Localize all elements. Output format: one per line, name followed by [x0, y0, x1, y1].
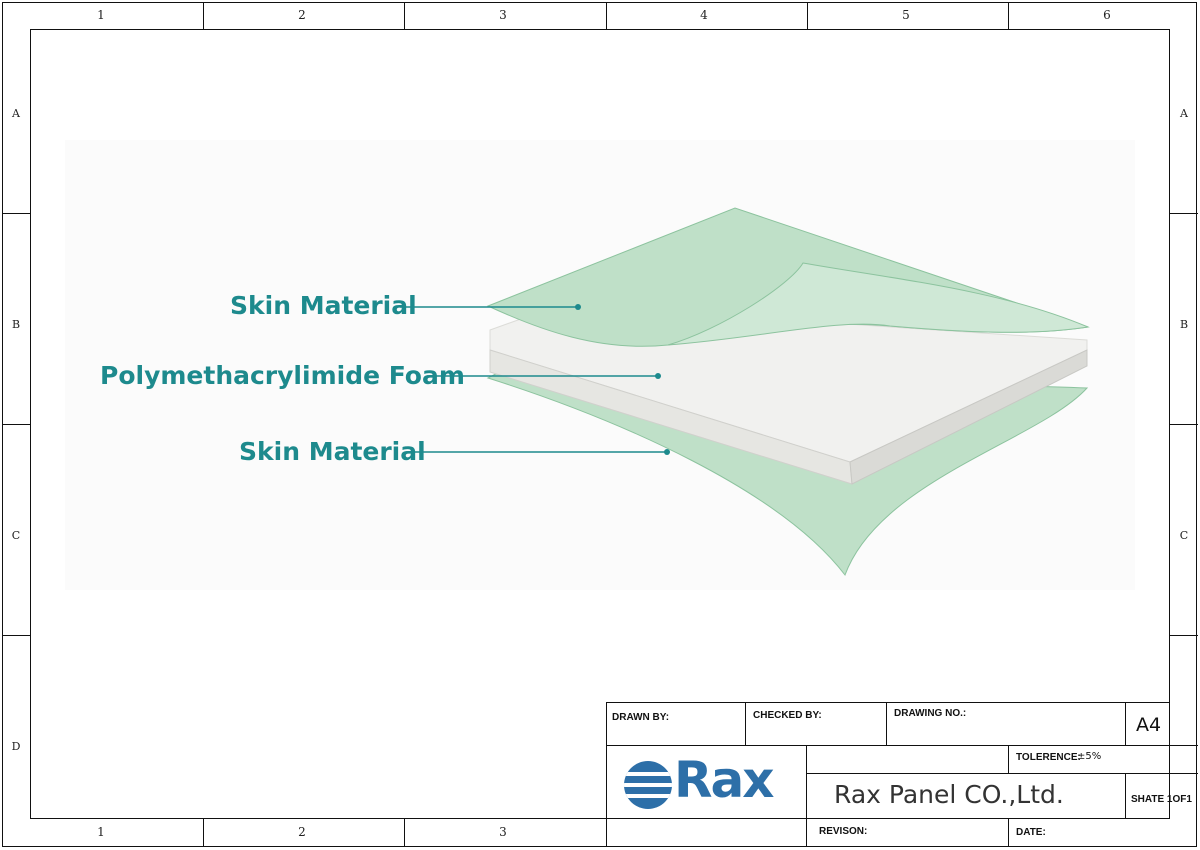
title-block-divider [1125, 773, 1126, 819]
top-column-divider [404, 2, 405, 29]
title-block-divider [606, 745, 1198, 746]
bottom-column-marker-2: 2 [298, 825, 306, 839]
right-row-marker-c: C [1179, 529, 1189, 542]
row-marker-a: A [12, 107, 20, 120]
left-row-divider [2, 213, 30, 214]
column-marker-5: 5 [902, 8, 910, 22]
top-column-divider [1008, 2, 1009, 29]
title-block-divider [745, 702, 746, 745]
row-marker-c: C [11, 529, 21, 542]
column-marker-1: 1 [97, 8, 105, 22]
title-block-divider [806, 745, 807, 847]
label-core: Polymethacrylimide Foam [100, 361, 465, 390]
title-block-left-border [606, 702, 607, 847]
title-block-divider [1008, 745, 1009, 773]
company-name: Rax Panel CO.,Ltd. [834, 780, 1064, 809]
company-logo: Rax [620, 751, 800, 813]
right-row-marker-a: A [1180, 107, 1188, 120]
sheet-size: A4 [1136, 714, 1162, 736]
top-column-divider [606, 2, 607, 29]
bottom-column-marker-1: 1 [97, 825, 105, 839]
title-block-divider [1008, 819, 1009, 847]
globe-icon [624, 761, 672, 809]
top-skin-curl [667, 262, 1090, 346]
leader-dot-core [655, 373, 661, 379]
revision-label: REVISON: [819, 826, 868, 837]
bottom-column-divider [203, 819, 204, 847]
checked-by-label: CHECKED BY: [753, 710, 822, 721]
row-marker-d: D [11, 740, 21, 753]
bottom-column-marker-3: 3 [499, 825, 507, 839]
column-marker-4: 4 [700, 8, 708, 22]
right-row-marker-b: B [1179, 318, 1189, 331]
row-marker-b: B [11, 318, 21, 331]
leader-dot-bottom-skin [664, 449, 670, 455]
bottom-column-divider [404, 819, 405, 847]
top-column-divider [203, 2, 204, 29]
drawing-border [30, 29, 1170, 819]
top-column-divider [807, 2, 808, 29]
left-row-divider [2, 424, 30, 425]
tolerance-value: ±5% [1077, 751, 1102, 762]
right-row-divider [1170, 424, 1198, 425]
foam-core-edge-right [849, 349, 1088, 485]
label-top-skin: Skin Material [230, 291, 417, 320]
right-row-divider [1170, 635, 1198, 636]
drawn-by-label: DRAWN BY: [612, 712, 670, 723]
date-label: DATE: [1016, 827, 1046, 838]
column-marker-2: 2 [298, 8, 306, 22]
title-block-divider [886, 702, 887, 745]
right-row-divider [1170, 213, 1198, 214]
title-block-divider [806, 773, 1198, 774]
title-block-top-border [606, 702, 1169, 703]
title-block-divider [1125, 702, 1126, 745]
left-row-divider [2, 635, 30, 636]
tolerance-label: TOLERENCE: [1016, 752, 1081, 763]
column-marker-3: 3 [499, 8, 507, 22]
logo-wordmark: Rax [674, 751, 774, 809]
column-marker-6: 6 [1103, 8, 1111, 22]
label-bottom-skin: Skin Material [239, 437, 426, 466]
sheet-number: SHATE 1OF1 [1131, 794, 1192, 805]
drawing-no-label: DRAWING NO.: [894, 708, 967, 719]
leader-dot-top-skin [575, 304, 581, 310]
